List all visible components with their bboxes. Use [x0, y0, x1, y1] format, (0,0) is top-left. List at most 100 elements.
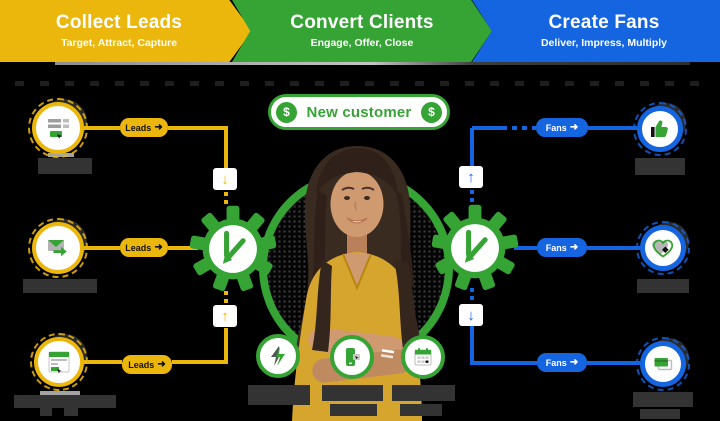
- redacted-caption: [322, 385, 383, 401]
- keap-gear-left: [189, 205, 277, 292]
- redacted-caption: [38, 158, 92, 174]
- stage-title: Collect Leads: [55, 12, 183, 34]
- banner-shadow: [55, 62, 690, 65]
- connector: [587, 246, 640, 250]
- automation-node: [256, 334, 300, 378]
- fans-pill-1: Fans ➜: [536, 118, 588, 137]
- flow-up-arrow: ↑: [459, 166, 483, 188]
- leads-pill-label: Leads: [125, 242, 152, 253]
- stage-collect-leads: Collect Leads Target, Attract, Capture: [0, 0, 252, 62]
- connector-dashed: [224, 291, 228, 304]
- lead-source-form-node: [28, 98, 88, 158]
- flow-up-arrow: ↑: [213, 305, 237, 327]
- redacted-caption: [633, 392, 693, 407]
- dollar-coin-icon: $: [276, 101, 297, 123]
- keap-gear-right: [431, 204, 519, 291]
- connector: [84, 360, 122, 364]
- fan-thumbs-up-node: [633, 102, 687, 156]
- appointments-node: [401, 335, 445, 379]
- arrow-right-icon: ➜: [154, 241, 163, 253]
- stage-title: Create Fans: [548, 12, 660, 34]
- leads-pill-3: Leads ➜: [122, 355, 172, 374]
- fans-pill-label: Fans: [545, 242, 567, 253]
- connector: [470, 128, 474, 168]
- dollar-coin-icon: $: [421, 101, 442, 123]
- stage-create-fans: Create Fans Deliver, Impress, Multiply: [472, 0, 720, 62]
- redacted-caption: [635, 158, 685, 175]
- connector: [470, 326, 474, 365]
- arrow-up-icon: ↑: [467, 168, 475, 186]
- gear-teeth: [431, 204, 519, 291]
- redacted-caption: [637, 279, 689, 293]
- redacted-caption: [40, 408, 52, 416]
- leads-pill-1: Leads ➜: [120, 118, 168, 137]
- keap-k-logo: [466, 229, 488, 258]
- gear-teeth: [189, 205, 277, 292]
- new-customer-badge: $ New customer $: [268, 94, 450, 130]
- fans-pill-3: Fans ➜: [537, 353, 587, 372]
- connector: [168, 126, 228, 130]
- new-customer-label: New customer: [306, 103, 412, 121]
- arrow-down-icon: ↓: [467, 306, 475, 324]
- fans-pill-label: Fans: [545, 122, 567, 133]
- leads-pill-label: Leads: [128, 359, 155, 370]
- stage-subtitle: Target, Attract, Capture: [60, 36, 178, 49]
- redacted-caption: [248, 385, 310, 405]
- connector: [587, 361, 640, 365]
- connector: [472, 126, 502, 130]
- connector: [224, 126, 228, 170]
- fan-payment-node: [636, 337, 690, 391]
- payment-card-icon: [654, 358, 673, 371]
- arrow-down-icon: ↓: [221, 170, 229, 188]
- arrow-up-icon: ↑: [221, 307, 229, 325]
- arrow-right-icon: ➜: [569, 121, 579, 133]
- loyalty-heart-icon: [652, 239, 674, 258]
- calendar-icon: [414, 348, 432, 366]
- redacted-caption: [64, 408, 78, 416]
- fan-loyalty-node: [636, 221, 690, 275]
- thumbs-up-icon: [651, 120, 668, 137]
- stage-convert-clients: Convert Clients Engage, Offer, Close: [232, 0, 492, 62]
- redacted-caption: [392, 385, 455, 401]
- connector-dashed: [470, 288, 474, 304]
- lead-source-landing-page-node: [30, 333, 88, 391]
- redacted-caption: [330, 404, 377, 416]
- redacted-caption: [14, 395, 116, 408]
- connector-dashed: [470, 190, 474, 206]
- connector: [588, 126, 637, 130]
- connector: [224, 328, 228, 362]
- arrow-right-icon: ➜: [157, 358, 166, 370]
- connector: [84, 126, 120, 130]
- automation-bolt-icon: [271, 346, 285, 366]
- flow-down-arrow: ↓: [213, 168, 237, 190]
- mobile-message-icon: [346, 348, 360, 366]
- keap-k-logo: [224, 230, 246, 259]
- leads-pill-2: Leads ➜: [120, 238, 168, 257]
- leads-pill-label: Leads: [125, 122, 152, 133]
- redacted-caption: [640, 409, 680, 419]
- connector-dashed: [502, 126, 536, 130]
- email-send-icon: [48, 240, 67, 257]
- connector: [172, 360, 228, 364]
- landing-page-icon: [48, 351, 70, 374]
- connector-dashed: [224, 192, 228, 206]
- fans-pill-label: Fans: [545, 357, 567, 368]
- flow-down-arrow: ↓: [459, 304, 483, 326]
- redacted-caption: [400, 404, 442, 416]
- caption-artifact: [40, 391, 80, 395]
- dotted-divider: [15, 81, 705, 86]
- stage-subtitle: Deliver, Impress, Multiply: [540, 36, 668, 49]
- form-fields-icon: [48, 119, 69, 139]
- arrow-right-icon: ➜: [569, 241, 579, 253]
- arrow-right-icon: ➜: [154, 121, 163, 133]
- connector: [514, 246, 537, 250]
- connector: [472, 361, 537, 365]
- caption-artifact: [48, 153, 74, 157]
- lead-source-email-node: [28, 218, 88, 278]
- stage-subtitle: Engage, Offer, Close: [310, 36, 414, 49]
- fans-pill-2: Fans ➜: [537, 238, 587, 257]
- connector: [84, 246, 120, 250]
- messaging-node: [330, 335, 374, 379]
- connector: [168, 246, 198, 250]
